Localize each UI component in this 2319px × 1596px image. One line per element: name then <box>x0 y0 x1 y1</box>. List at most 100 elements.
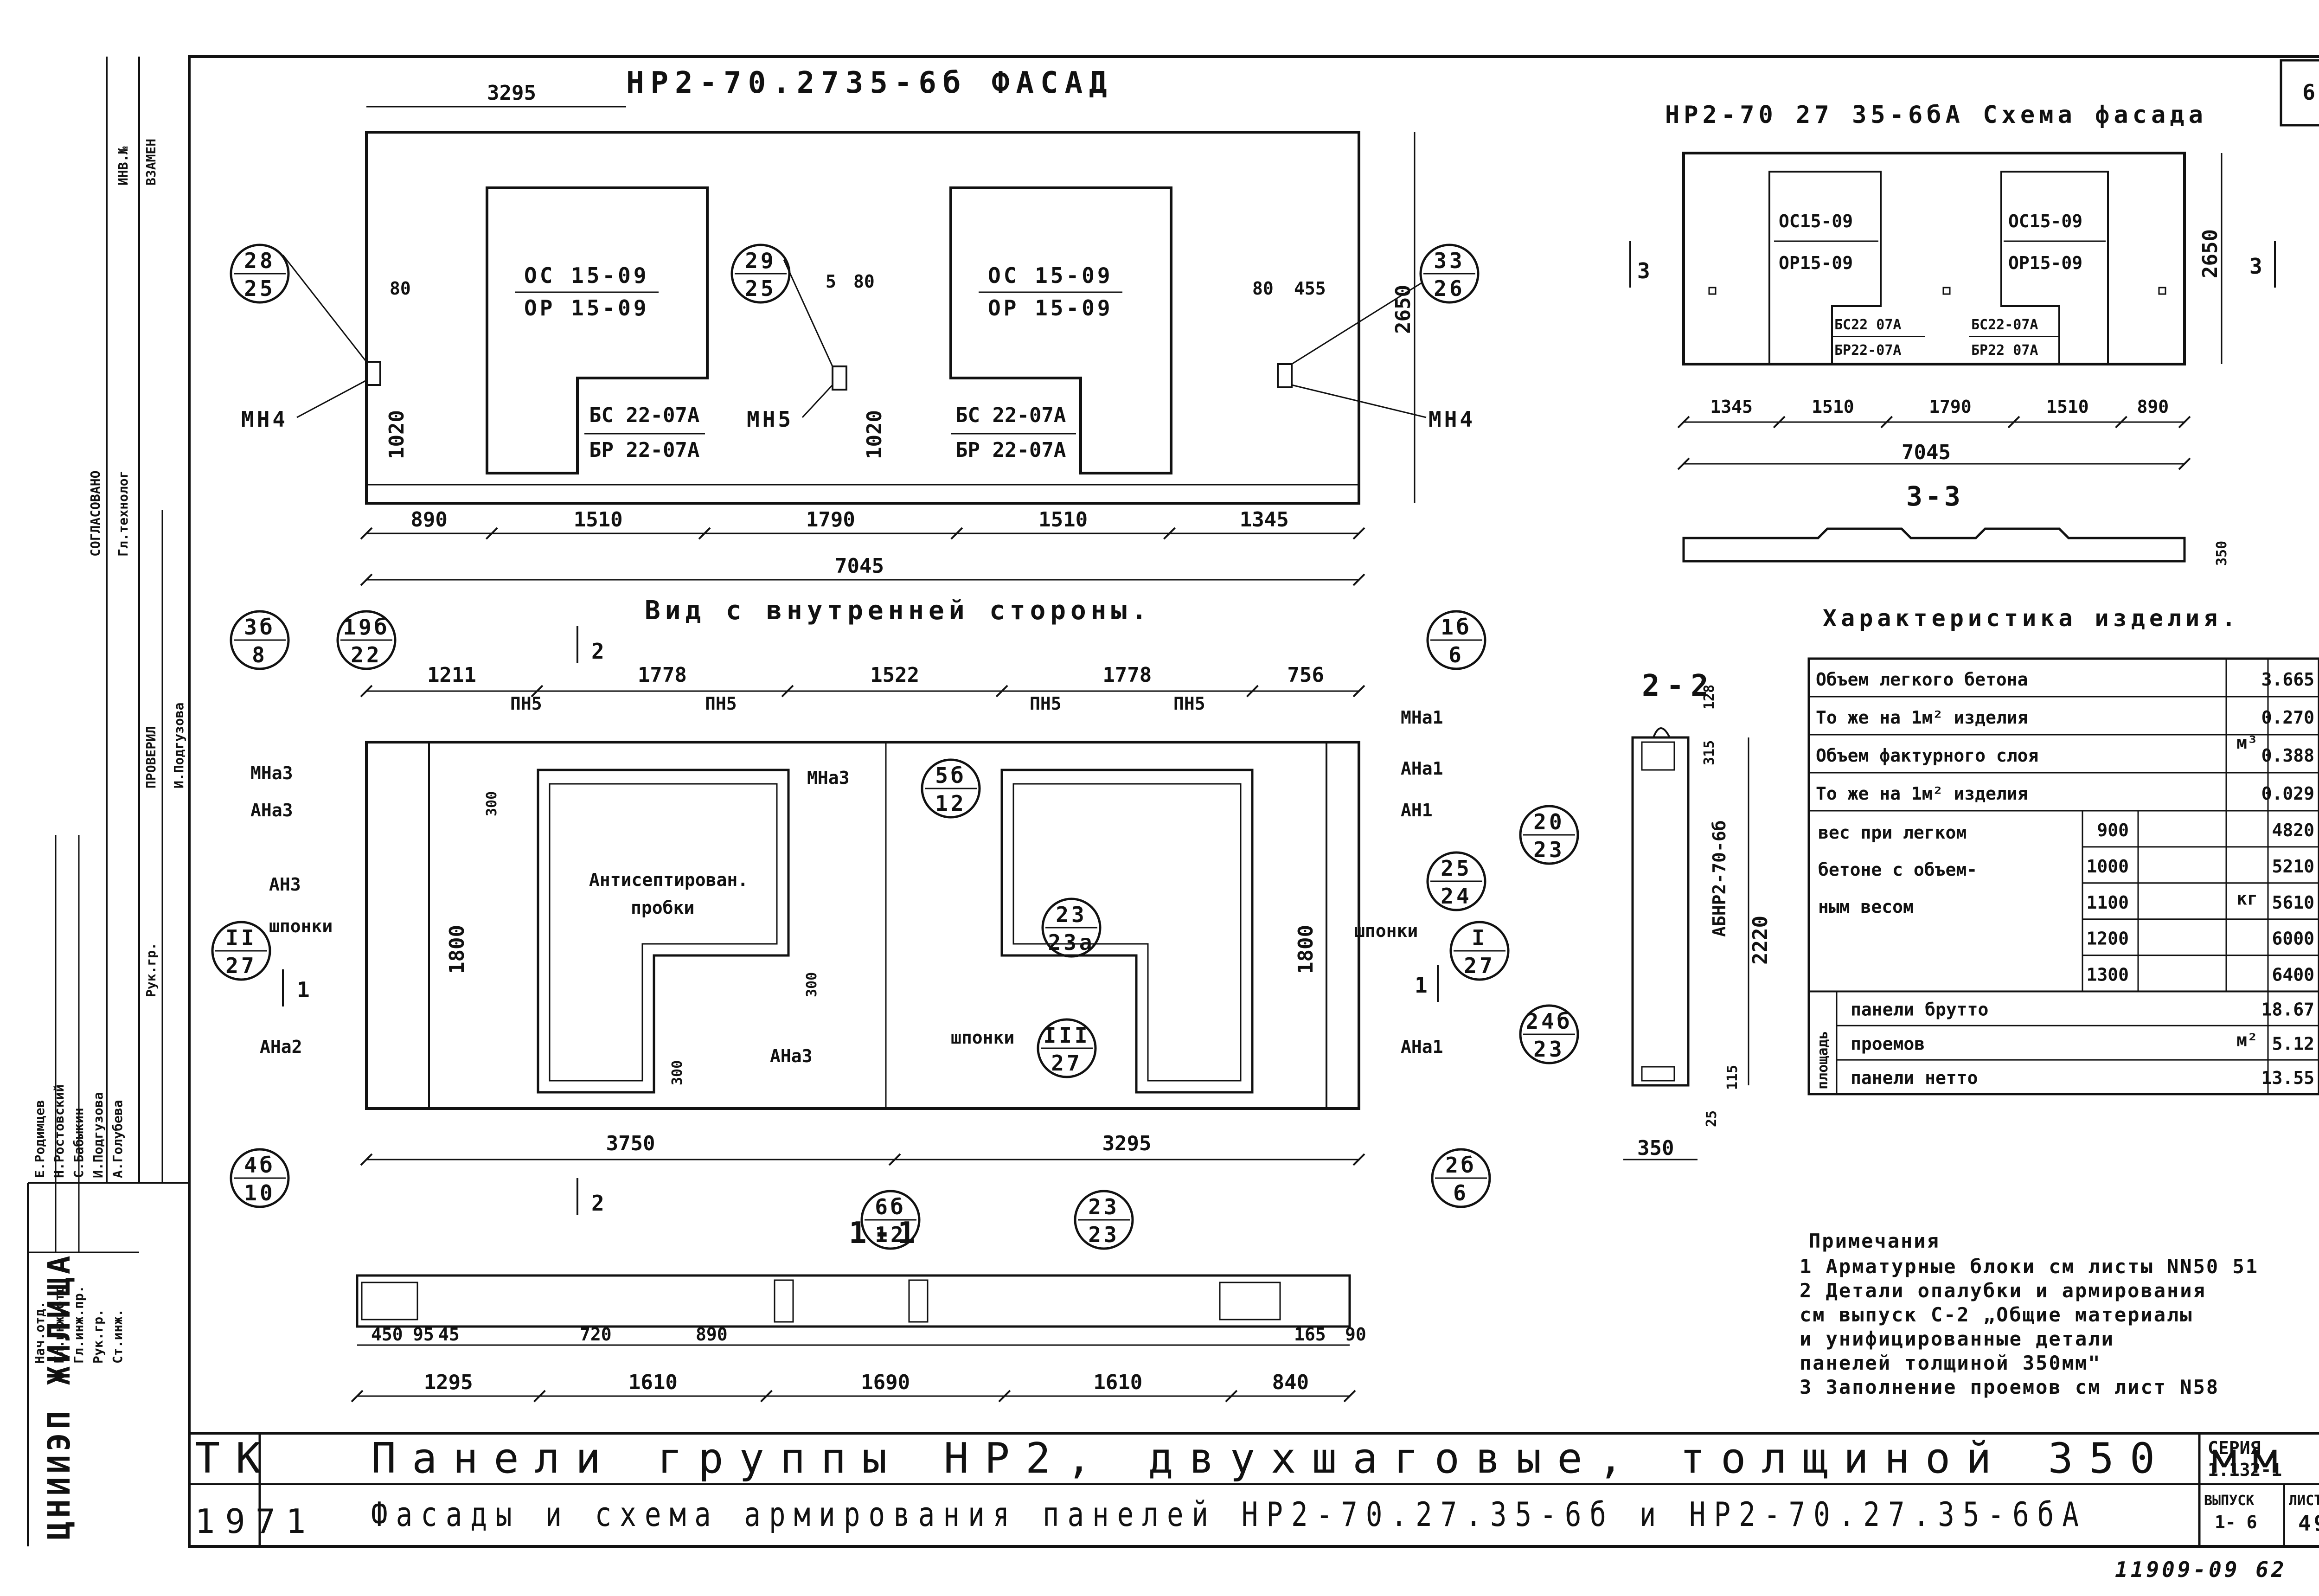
facade-dim-1: 1510 <box>574 508 623 532</box>
scheme-opening-1 <box>1768 171 1882 365</box>
section-22-mark: АБНР2-70-6б <box>1709 820 1730 937</box>
inner-callout-5-top: II <box>225 925 256 950</box>
section-22: 2-2 АБНР2-70-6б 128 315 2220 115 25 350 <box>1623 669 1772 1160</box>
inner-label-shponki3: шпонки <box>1354 921 1418 941</box>
stamp-role-0: Нач.отд. <box>32 1301 47 1364</box>
note-line-5: 3 Заполнение проемов см лист N58 <box>1800 1376 2219 1398</box>
inner-h1800-b: 1800 <box>1294 925 1318 974</box>
stamp-role-2: Гл.инж.пр. <box>71 1285 86 1364</box>
facade-dim-2: 1790 <box>806 508 855 532</box>
sheet-frame <box>188 55 2319 1548</box>
inner-callout-7-bottom: 23а <box>1048 930 1095 955</box>
char-area-label-2: панели нетто <box>1851 1068 1978 1088</box>
stamp-tech: Гл.технолог <box>115 471 131 557</box>
inner-callout-9-bottom: 10 <box>244 1180 275 1205</box>
char-unit-m2: м² <box>2236 1030 2258 1051</box>
inner-label-mna3b: МНа3 <box>807 768 850 788</box>
section-11-title: 1-1 <box>849 1216 922 1250</box>
sec11-dim-a-0: 450 <box>371 1324 403 1345</box>
facade-total: 7045 <box>835 554 884 578</box>
facade-top-dim: 3295 <box>487 81 536 105</box>
inner-d300-a: 300 <box>484 791 500 816</box>
note-line-4: панелей толщиной 350мм" <box>1800 1352 2101 1374</box>
scheme-mark-left: 3 <box>1637 258 1653 283</box>
char-area-value-2: 13.55 <box>2261 1068 2314 1088</box>
inner-h1800-a: 1800 <box>445 925 469 974</box>
inner-callout-13-top: 20 <box>1533 809 1564 834</box>
char-weight-4: 6400 <box>2272 965 2314 985</box>
facade-d5: 5 <box>826 271 836 292</box>
char-weight-1: 5210 <box>2272 856 2314 877</box>
scheme-dim-4: 890 <box>2137 397 2169 417</box>
scheme-w2b: ОР15-09 <box>2008 253 2082 273</box>
facade-title: НР2-70.2735-6б ФАСАД <box>626 66 1114 100</box>
facade-d80a: 80 <box>390 278 411 299</box>
inner-label-shponki1: шпонки <box>269 916 333 936</box>
scheme-d1b: БР22-07А <box>1834 342 1902 359</box>
scheme-dim-3: 1510 <box>2046 397 2089 417</box>
s22-d350: 350 <box>1637 1136 1674 1160</box>
inner-mark-1: 1 <box>297 977 313 1002</box>
char-row-value-2: 0.388 <box>2261 745 2314 766</box>
drawing-title-line1: Панели группы НР2, двухшаговые, толщиной… <box>371 1434 2293 1483</box>
char-area-label-1: проемов <box>1851 1033 1925 1054</box>
sec11-dim-b-3: 1610 <box>1093 1371 1142 1394</box>
inner-callout-1-bottom: 22 <box>351 642 382 667</box>
char-unit-kg: кг <box>2236 889 2258 909</box>
title-block-org: ТК <box>195 1434 276 1483</box>
inner-d300-c: 300 <box>669 1060 685 1085</box>
scheme-opening-2 <box>2000 171 2109 365</box>
note-line-1: 2 Детали опалубки и армирования <box>1800 1279 2206 1302</box>
inner-callout-3-bottom: 12 <box>935 791 966 816</box>
inner-callout-1-top: 19б <box>343 615 390 640</box>
scheme-w1b: ОР15-09 <box>1779 253 1853 273</box>
char-unit-m3: м³ <box>2236 732 2258 753</box>
scheme-title: НР2-70 27 35-6бА Схема фасада <box>1665 101 2207 129</box>
scheme-d1a: БС22 07А <box>1834 317 1902 333</box>
inner-callout-2-top: 1б <box>1441 615 1472 640</box>
inner-callout-8-bottom: 27 <box>1051 1051 1082 1076</box>
stamp-role-1: Гл.инж.отд. <box>51 1278 67 1364</box>
note-line-2: см выпуск С-2 „Общие материалы <box>1800 1303 2193 1326</box>
stamp-agreed: СОГЛАСОВАНО <box>88 471 103 557</box>
facade-mn4-left: МН4 <box>241 407 288 432</box>
inner-mark-2b: 2 <box>591 1191 607 1216</box>
stamp-name-2: С.Бабыкин <box>71 1108 86 1178</box>
inner-label-ana1b: АНа1 <box>1401 1037 1443 1057</box>
inner-label-an1: АН1 <box>1401 800 1433 820</box>
note-line-0: 1 Арматурные блоки см листы NN50 51 <box>1800 1255 2259 1278</box>
inner-pn-4: ПН5 <box>1173 693 1205 714</box>
inner-opening-1 <box>537 769 790 1094</box>
inner-callout-11-top: 2б <box>1445 1153 1476 1178</box>
s22-d115: 115 <box>1724 1065 1741 1090</box>
facade-dim-3: 1510 <box>1038 508 1088 532</box>
inner-label-ana3b: АНа3 <box>770 1046 813 1066</box>
section-33-title: 3-3 <box>1906 481 1963 512</box>
scheme-view: НР2-70 27 35-6бА Схема фасада ОС15-09 ОР… <box>1629 101 2276 566</box>
inner-top-dim-3: 1778 <box>1102 663 1152 687</box>
sheet-number: 49 <box>2298 1511 2319 1536</box>
series-label: СЕРИЯ <box>2208 1438 2261 1458</box>
issue-value: 1- 6 <box>2215 1512 2257 1532</box>
inner-mark-1b: 1 <box>1415 973 1430 998</box>
inner-callout-0: 3б8 <box>230 610 290 670</box>
facade-door1-a: БС 22-07А <box>589 404 699 427</box>
char-weight-label-0: вес при легком <box>1818 822 1967 843</box>
inner-callout-4-top: 25 <box>1441 856 1472 881</box>
inner-callout-13-bottom: 23 <box>1533 837 1564 862</box>
scheme-d2a: БС22-07А <box>1971 317 2038 333</box>
inner-callout-10-top: 6б <box>875 1194 906 1219</box>
stamp-name-0: Е.Родимцев <box>32 1100 47 1178</box>
inner-callout-12-top: 23 <box>1088 1194 1119 1219</box>
facade-callout-1-bottom: 25 <box>244 276 275 301</box>
char-weight-2: 5610 <box>2272 892 2314 913</box>
